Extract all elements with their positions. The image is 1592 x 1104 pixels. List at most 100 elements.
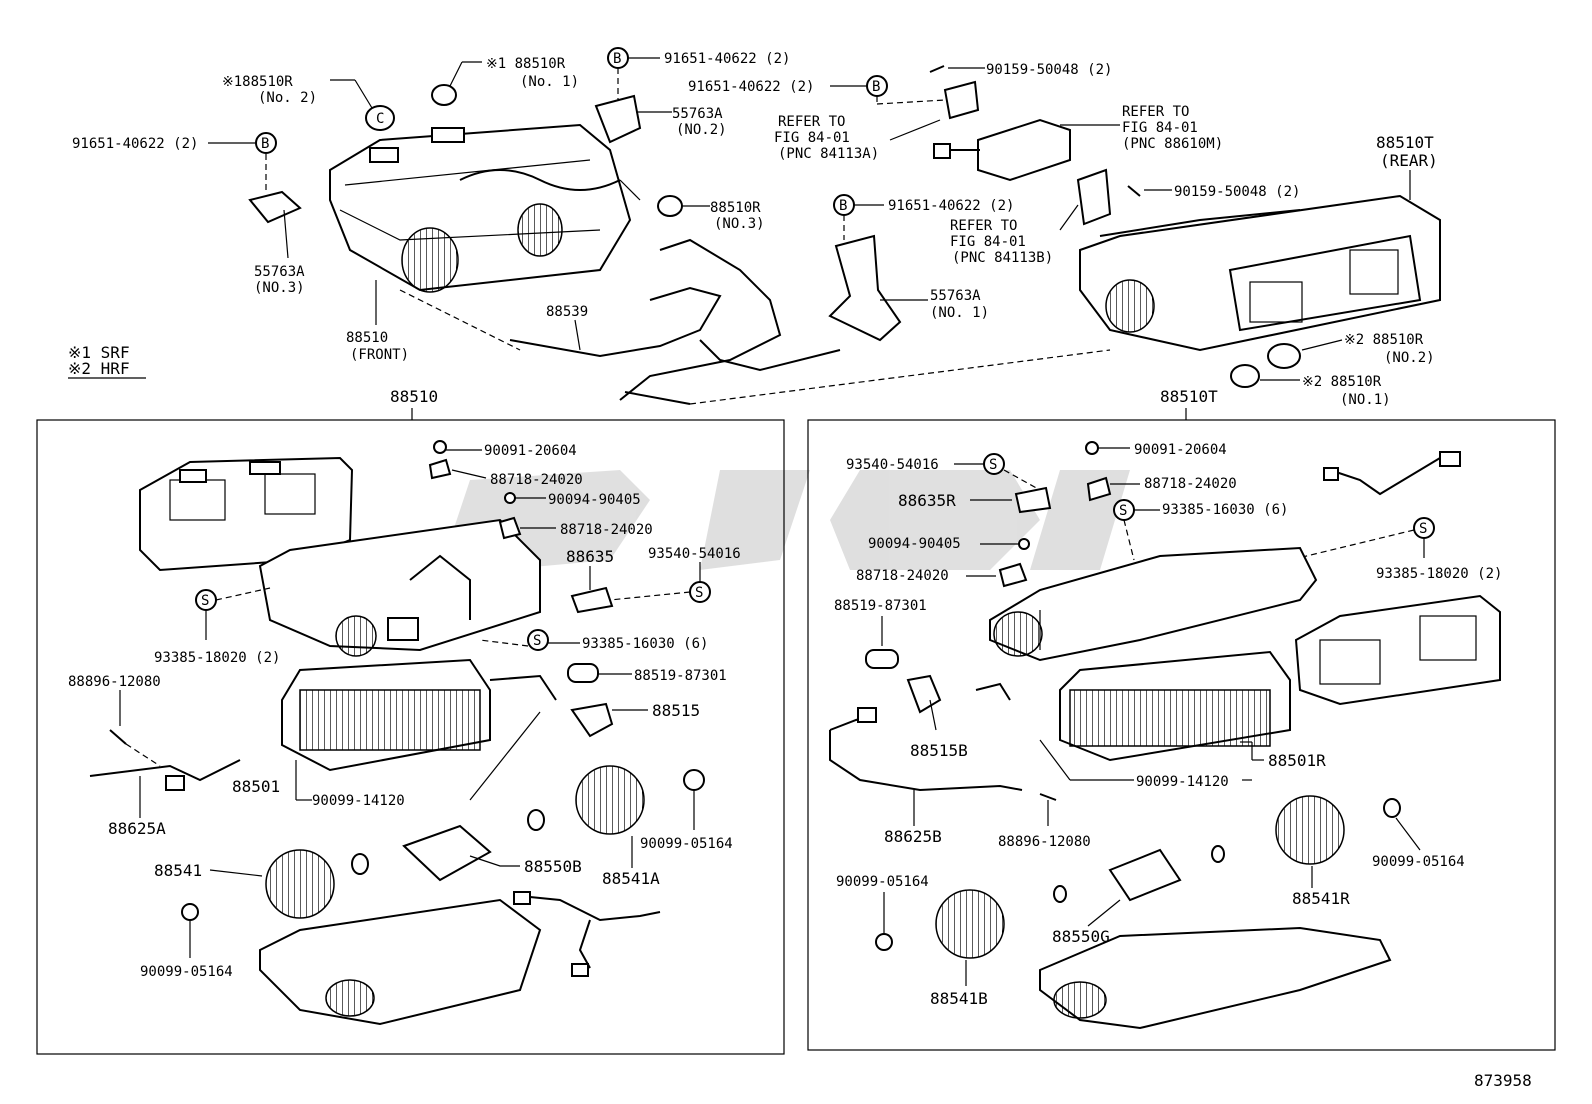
- bracket-no2-sub: (NO.2): [676, 122, 727, 138]
- svg-text:S: S: [695, 585, 703, 601]
- left-box-title: 88510: [390, 387, 438, 406]
- right-p11: 88501R: [1268, 751, 1326, 770]
- bracket-icon: [248, 190, 302, 224]
- grommet-group-top: ※188510R (No. 2) C ※1 88510R (No. 1): [222, 56, 579, 131]
- front-unit: 88510R (NO.3) 88510 (FRONT): [329, 123, 765, 363]
- motor-icon-right: [1108, 848, 1182, 902]
- left-p1: 90091-20604: [484, 443, 577, 459]
- diagram-id: 873958: [1474, 1071, 1532, 1090]
- left-p13: 88501: [232, 777, 280, 796]
- grommet-no3-sub: (NO.3): [714, 216, 765, 232]
- right-box-title: 88510T: [1160, 387, 1218, 406]
- bracket-icon-3: [828, 234, 902, 342]
- refer-a-1: REFER TO: [778, 114, 845, 130]
- right-p16: 88541R: [1292, 889, 1350, 908]
- screw-label-b: 90159-50048 (2): [1174, 184, 1300, 200]
- grommet-r2-sub: (NO.2): [1384, 350, 1435, 366]
- right-p13: 88625B: [884, 827, 942, 846]
- svg-text:S: S: [1419, 521, 1427, 537]
- bracket-no1-label: 55763A: [930, 288, 981, 304]
- svg-text:B: B: [613, 51, 621, 67]
- b-marker-icon: [255, 132, 277, 154]
- left-p16: 88541: [154, 861, 202, 880]
- right-p7: 88718-24020: [856, 568, 949, 584]
- right-p18: 88550G: [1052, 927, 1110, 946]
- left-p7: 93385-18020 (2): [154, 650, 280, 666]
- svg-text:S: S: [1119, 503, 1127, 519]
- left-p10: 88515: [652, 701, 700, 720]
- grommet-r2-label: ※2 88510R: [1344, 332, 1424, 348]
- left-p9: 88519-87301: [634, 668, 727, 684]
- bracket-no1-sub: (NO. 1): [930, 305, 989, 321]
- screw-label-a: 90159-50048 (2): [986, 62, 1112, 78]
- bolt-label-c: 91651-40622 (2): [888, 198, 1014, 214]
- right-box: [807, 419, 1556, 1051]
- right-p6: 90094-90405: [868, 536, 961, 552]
- refer-b-3: (PNC 84113B): [952, 250, 1053, 266]
- marker-b-a: B: [261, 136, 269, 152]
- bracket-no1-group: B 91651-40622 (2) 55763A (NO. 1): [828, 194, 1014, 342]
- grommet-icon-r1: [1230, 364, 1260, 388]
- left-p18: 88541A: [602, 869, 660, 888]
- front-unit-label: 88510: [346, 330, 388, 346]
- bolt-label-b: 91651-40622 (2): [664, 51, 790, 67]
- right-p15: 90099-05164: [1372, 854, 1465, 870]
- right-box-parts: 90091-20604 93540-54016 S 88718-24020 88…: [829, 441, 1502, 1030]
- grommet-no1-label: ※1 88510R: [486, 56, 566, 72]
- bracket-no3-label: 55763A: [254, 264, 305, 280]
- refer-m-2: FIG 84-01: [1122, 120, 1198, 136]
- right-p17: 90099-05164: [836, 874, 929, 890]
- right-p9: 88519-87301: [834, 598, 927, 614]
- grommet-icon-3: [657, 195, 683, 217]
- refer-m-1: REFER TO: [1122, 104, 1189, 120]
- left-p14: 90099-14120: [312, 793, 405, 809]
- right-p4: 88635R: [898, 491, 956, 510]
- right-p14: 88896-12080: [998, 834, 1091, 850]
- grommet-no2-label: ※188510R: [222, 74, 293, 90]
- right-p19: 88541B: [930, 989, 988, 1008]
- right-p10: 88515B: [910, 741, 968, 760]
- grommet-no3-label: 88510R: [710, 200, 761, 216]
- grommet-icon-r2: [1267, 343, 1301, 369]
- legend-hrf: ※2 HRF: [68, 359, 130, 378]
- grommet-no2-sub: (No. 2): [258, 90, 317, 106]
- left-p11: 88896-12080: [68, 674, 161, 690]
- left-p3: 90094-90405: [548, 492, 641, 508]
- right-p2: 93540-54016: [846, 457, 939, 473]
- bracket-no3-sub: (NO.3): [254, 280, 305, 296]
- rear-unit-sub: (REAR): [1380, 151, 1438, 170]
- svg-text:S: S: [201, 593, 209, 609]
- left-p12: 88625A: [108, 819, 166, 838]
- left-p17: 88550B: [524, 857, 582, 876]
- svg-text:B: B: [839, 198, 847, 214]
- left-p15: 90099-05164: [640, 836, 733, 852]
- right-p1: 90091-20604: [1134, 442, 1227, 458]
- right-p3: 88718-24020: [1144, 476, 1237, 492]
- module-icon: [977, 118, 1071, 182]
- bracket-no2-label: 55763A: [672, 106, 723, 122]
- marker-c: C: [376, 111, 384, 127]
- rear-unit-label: 88510T: [1376, 133, 1434, 152]
- rear-unit: 88510T (REAR) ※2 88510R (NO.2) ※2 88510R…: [1079, 133, 1441, 408]
- left-box: [36, 419, 785, 1055]
- grommet-icon-2: [431, 84, 457, 106]
- legend: ※1 SRF ※2 HRF: [68, 343, 146, 379]
- grommet-r1-label: ※2 88510R: [1302, 374, 1382, 390]
- bracket-icon-2: [594, 94, 642, 144]
- left-p6: 93540-54016: [648, 546, 741, 562]
- right-p12: 90099-14120: [1136, 774, 1229, 790]
- refer-a-3: (PNC 84113A): [778, 146, 879, 162]
- left-p2: 88718-24020: [490, 472, 583, 488]
- refer-blocks: B 91651-40622 (2) 90159-50048 (2) REFER …: [688, 62, 1300, 266]
- refer-b-1: REFER TO: [950, 218, 1017, 234]
- svg-text:B: B: [872, 79, 880, 95]
- bolt-label-d: 91651-40622 (2): [688, 79, 814, 95]
- bracket-no2-group: B 91651-40622 (2) 55763A (NO.2): [594, 47, 790, 144]
- right-p5: 93385-16030 (6): [1162, 502, 1288, 518]
- right-p8: 93385-18020 (2): [1376, 566, 1502, 582]
- svg-text:S: S: [533, 633, 541, 649]
- screw-icons-left: [428, 440, 522, 540]
- bolt-label-a: 91651-40622 (2): [72, 136, 198, 152]
- grommet-r1-sub: (NO.1): [1340, 392, 1391, 408]
